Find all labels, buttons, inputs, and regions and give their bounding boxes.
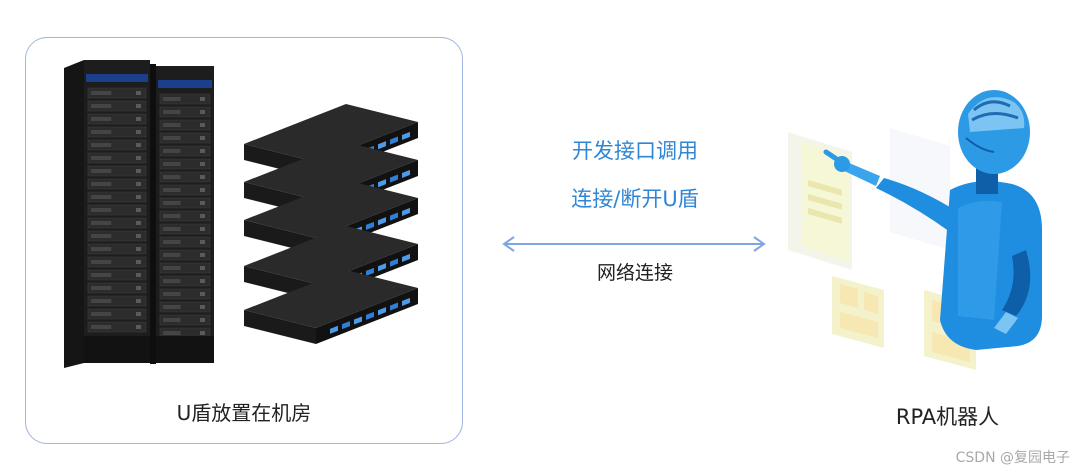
rpa-robot-caption: RPA机器人 — [895, 405, 1000, 429]
network-connection-label: 网络连接 — [596, 262, 673, 284]
rpa-robot-illustration — [788, 90, 1042, 370]
connect-disconnect-label: 连接/断开U盾 — [571, 187, 699, 211]
server-room-illustration — [64, 60, 418, 368]
stacked-server-units — [244, 104, 418, 344]
bidirectional-arrow — [502, 236, 766, 252]
rack-cabinet-right — [150, 64, 214, 364]
api-call-label: 开发接口调用 — [572, 139, 698, 163]
rack-cabinet-left — [64, 60, 150, 368]
robot-body — [823, 90, 1042, 350]
server-room-panel: U盾放置在机房 — [25, 37, 463, 444]
server-room-caption: U盾放置在机房 — [176, 401, 312, 425]
watermark: CSDN @复园电子 — [955, 450, 1070, 466]
